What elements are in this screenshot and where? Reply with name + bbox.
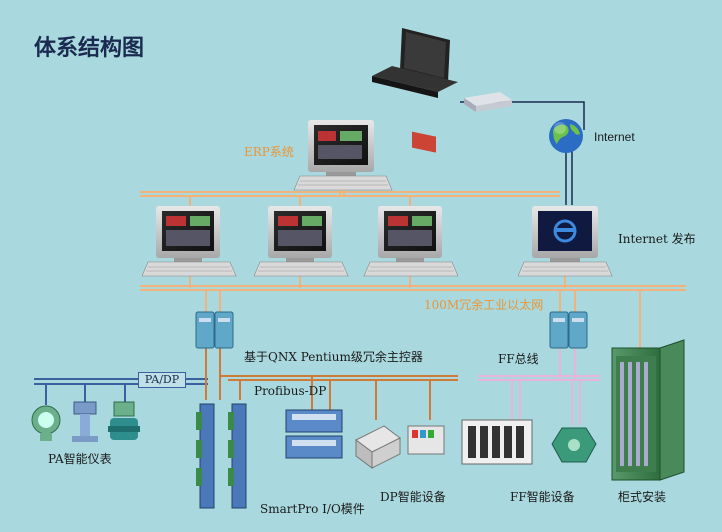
internet-publish-workstation-icon bbox=[517, 206, 613, 277]
ff-bus-lines bbox=[478, 346, 600, 425]
pa-instruments-icon bbox=[31, 401, 140, 442]
operator-station-1-icon bbox=[141, 206, 237, 277]
operator-station-3-icon bbox=[363, 206, 459, 277]
profibus-boards-icon bbox=[285, 409, 343, 459]
smartpro-label: SmartPro I/O模件 bbox=[260, 502, 365, 516]
ff-devices-label: FF智能设备 bbox=[510, 490, 575, 504]
internet-publish-label: Internet 发布 bbox=[618, 232, 696, 246]
erp-workstation-icon bbox=[293, 120, 393, 191]
network-label: 100M冗余工业以太网 bbox=[424, 298, 544, 312]
internet-label: Internet bbox=[594, 130, 635, 144]
ff-bus-label: FF总线 bbox=[498, 352, 539, 366]
page-title: 体系结构图 bbox=[34, 36, 145, 61]
dp-devices-label: DP智能设备 bbox=[380, 490, 446, 504]
cabinet-label: 柜式安装 bbox=[618, 490, 667, 504]
profibus-lines bbox=[205, 346, 458, 420]
smartpro-io-modules-icon bbox=[196, 403, 247, 509]
internet-lines bbox=[460, 101, 585, 205]
pa-dp-coupler: PA/DP bbox=[138, 372, 186, 388]
ethernet-lines bbox=[140, 184, 686, 350]
pa-devices-label: PA智能仪表 bbox=[48, 452, 112, 466]
ff-controller-icon bbox=[549, 311, 588, 349]
controller-label: 基于QNX Pentium级冗余主控器 bbox=[244, 350, 423, 364]
dp-devices-icon bbox=[355, 425, 445, 469]
router-icon bbox=[464, 92, 512, 112]
operator-station-2-icon bbox=[253, 206, 349, 277]
erp-label: ERP系统 bbox=[244, 145, 294, 159]
ff-devices-icon bbox=[461, 419, 597, 465]
cabinet-icon bbox=[611, 339, 685, 481]
internet-globe-icon bbox=[549, 119, 583, 153]
laptop-icon bbox=[372, 28, 458, 153]
main-controller-icon bbox=[195, 311, 234, 349]
profibus-label: Profibus-DP bbox=[254, 384, 327, 398]
